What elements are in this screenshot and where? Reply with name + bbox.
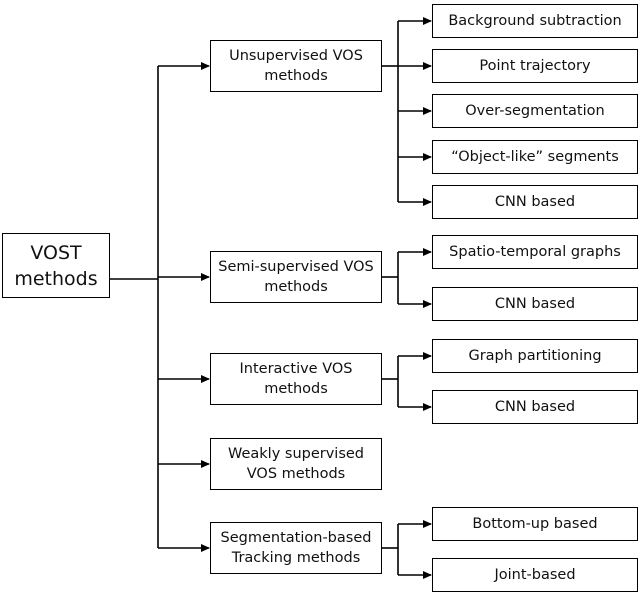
category-label: Unsupervised VOS methods bbox=[229, 48, 363, 84]
leaf-label: CNN based bbox=[494, 296, 576, 312]
leaf-node-graph-partitioning: Graph partitioning bbox=[432, 339, 638, 373]
leaf-label: Over-segmentation bbox=[465, 103, 605, 119]
leaf-node-background-subtraction: Background subtraction bbox=[432, 4, 638, 38]
leaf-label: Point trajectory bbox=[479, 58, 591, 74]
leaf-node-spatio-temporal-graphs: Spatio-temporal graphs bbox=[432, 235, 638, 269]
category-label: Interactive VOS methods bbox=[239, 361, 353, 397]
category-node-weakly-supervised: Weakly supervised VOS methods bbox=[210, 438, 382, 490]
category-label: Semi-supervised VOS methods bbox=[218, 259, 374, 295]
root-node-vost-methods: VOST methods bbox=[2, 233, 110, 298]
leaf-label: Joint-based bbox=[494, 567, 576, 583]
leaf-node-joint-based: Joint-based bbox=[432, 558, 638, 592]
category-label: Segmentation-based Tracking methods bbox=[220, 530, 372, 566]
leaf-node-object-like-segments: “Object-like” segments bbox=[432, 140, 638, 174]
category-node-segmentation-tracking: Segmentation-based Tracking methods bbox=[210, 522, 382, 574]
root-node-label: VOST methods bbox=[14, 241, 98, 290]
leaf-label: Bottom-up based bbox=[472, 516, 598, 532]
leaf-label: CNN based bbox=[494, 399, 576, 415]
leaf-node-point-trajectory: Point trajectory bbox=[432, 49, 638, 83]
leaf-label: “Object-like” segments bbox=[451, 149, 619, 165]
leaf-node-bottom-up-based: Bottom-up based bbox=[432, 507, 638, 541]
leaf-node-cnn-based-semi-supervised: CNN based bbox=[432, 287, 638, 321]
category-label: Weakly supervised VOS methods bbox=[227, 446, 365, 482]
leaf-node-cnn-based-unsupervised: CNN based bbox=[432, 185, 638, 219]
leaf-label: Background subtraction bbox=[448, 13, 622, 29]
leaf-label: CNN based bbox=[494, 194, 576, 210]
leaf-label: Graph partitioning bbox=[468, 348, 602, 364]
category-node-unsupervised: Unsupervised VOS methods bbox=[210, 40, 382, 92]
leaf-label: Spatio-temporal graphs bbox=[449, 244, 621, 260]
category-node-interactive: Interactive VOS methods bbox=[210, 353, 382, 405]
leaf-node-over-segmentation: Over-segmentation bbox=[432, 94, 638, 128]
leaf-node-cnn-based-interactive: CNN based bbox=[432, 390, 638, 424]
category-node-semi-supervised: Semi-supervised VOS methods bbox=[210, 251, 382, 303]
